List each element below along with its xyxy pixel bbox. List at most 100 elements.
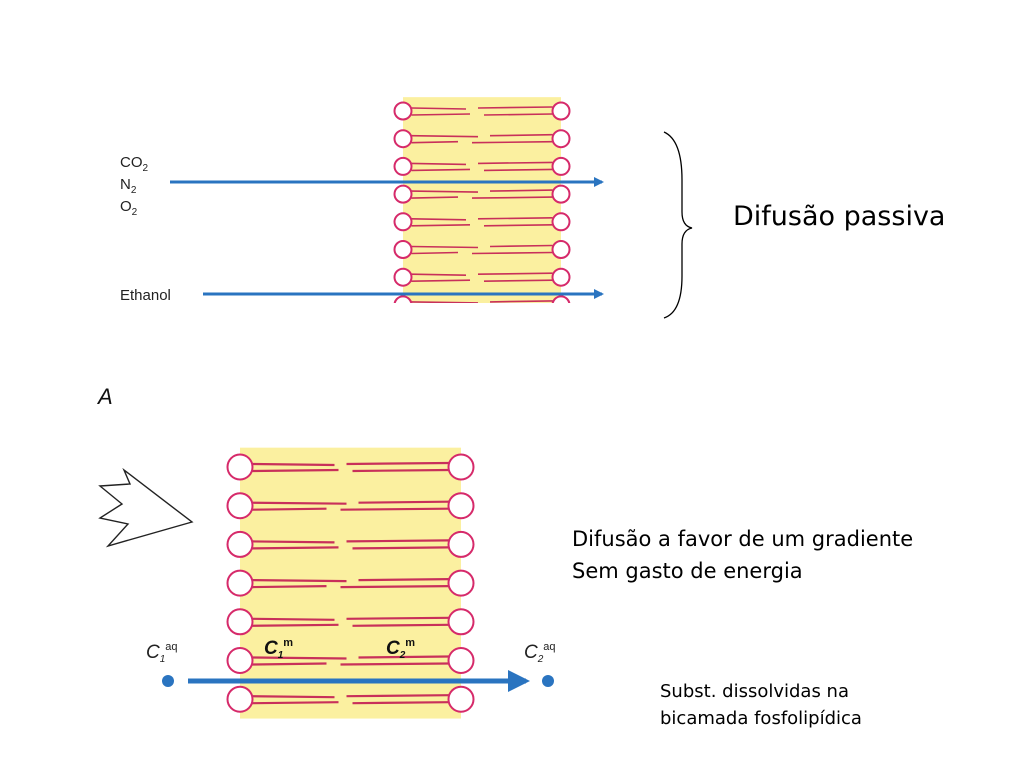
fatty-acid-tail bbox=[411, 189, 553, 193]
dissolved-line-1: Subst. dissolvidas na bbox=[660, 681, 849, 702]
phosphate-head bbox=[226, 530, 254, 558]
c1-aq-label: C1aq bbox=[146, 641, 178, 665]
phosphate-head bbox=[551, 212, 571, 232]
phosphate-head bbox=[551, 101, 571, 121]
panel-label-a: A bbox=[96, 384, 113, 409]
o2-label: O2 bbox=[120, 198, 138, 218]
phosphate-head bbox=[226, 608, 254, 636]
fatty-acid-tail bbox=[411, 279, 553, 282]
phosphate-head bbox=[551, 184, 571, 204]
dissolved-line-2: bicamada fosfolipídica bbox=[660, 708, 862, 729]
c1-m-label: C1m bbox=[264, 637, 293, 661]
phosphate-head bbox=[226, 647, 254, 674]
lipid-row bbox=[226, 608, 475, 636]
phosphate-head bbox=[393, 267, 413, 287]
fatty-acid-tail bbox=[411, 272, 553, 276]
fatty-acid-tail bbox=[411, 140, 553, 144]
fatty-acid-tail bbox=[252, 662, 449, 666]
lipid-row bbox=[226, 569, 475, 597]
lipid-row bbox=[393, 129, 571, 149]
bottom-lipid-bilayer bbox=[226, 447, 475, 719]
lipid-row bbox=[393, 156, 571, 176]
pointer-arrow-icon bbox=[98, 467, 194, 548]
phosphate-head bbox=[447, 530, 475, 558]
fatty-acid-tail bbox=[411, 251, 553, 255]
fatty-acid-tail bbox=[411, 196, 553, 199]
fatty-acid-tail bbox=[252, 578, 449, 583]
phosphate-head bbox=[393, 101, 413, 121]
gradient-line-2: Sem gasto de energia bbox=[572, 559, 803, 583]
fatty-acid-tail bbox=[411, 113, 553, 116]
gradient-description: Difusão a favor de um gradiente Sem gast… bbox=[572, 523, 913, 587]
n2-label: N2 bbox=[120, 176, 137, 196]
dissolved-description: Subst. dissolvidas na bicamada fosfolipí… bbox=[660, 678, 862, 732]
lipid-row bbox=[226, 492, 475, 520]
membrane-core bbox=[403, 97, 561, 303]
fatty-acid-tail bbox=[252, 507, 449, 511]
phosphate-head bbox=[447, 453, 475, 481]
top-lipid-bilayer bbox=[393, 97, 571, 309]
phosphate-head bbox=[447, 685, 475, 713]
lipid-row bbox=[393, 212, 571, 232]
phosphate-head bbox=[551, 267, 571, 287]
lipid-row bbox=[393, 240, 571, 259]
membrane-core bbox=[240, 447, 461, 719]
molecule-labels: CO2 N2 O2 Ethanol bbox=[120, 154, 171, 304]
lipid-row bbox=[226, 453, 475, 481]
fatty-acid-tail bbox=[252, 585, 449, 589]
fatty-acid-tail bbox=[252, 500, 449, 505]
fatty-acid-tail bbox=[252, 655, 449, 660]
fatty-acid-tail bbox=[411, 224, 553, 227]
fatty-acid-tail bbox=[411, 106, 553, 110]
phosphate-head bbox=[226, 685, 254, 713]
phosphate-head bbox=[226, 492, 254, 520]
c2-aq-label: C2aq bbox=[524, 641, 556, 665]
fatty-acid-tail bbox=[252, 546, 449, 550]
aqueous-dot-left bbox=[162, 675, 174, 687]
ethanol-label: Ethanol bbox=[120, 287, 171, 304]
fatty-acid-tail bbox=[252, 539, 449, 544]
lipid-row bbox=[226, 685, 475, 713]
fatty-acid-tail bbox=[252, 461, 449, 467]
phosphate-head bbox=[393, 240, 413, 259]
phosphate-head bbox=[393, 184, 413, 204]
phosphate-head bbox=[551, 156, 571, 176]
phosphate-head bbox=[551, 295, 571, 303]
lipid-row bbox=[393, 101, 571, 121]
fatty-acid-tail bbox=[411, 161, 553, 166]
fatty-acid-tail bbox=[411, 133, 553, 138]
phosphate-head bbox=[447, 647, 475, 674]
phosphate-head bbox=[226, 569, 254, 597]
phosphate-head bbox=[393, 212, 413, 232]
phosphate-head bbox=[447, 492, 475, 520]
fatty-acid-tail bbox=[411, 217, 553, 221]
fatty-acid-tail bbox=[252, 694, 449, 699]
lipid-row bbox=[393, 184, 571, 204]
lipid-row bbox=[393, 295, 571, 309]
phosphate-head bbox=[393, 129, 413, 149]
fatty-acid-tail bbox=[411, 244, 553, 249]
passive-diffusion-title: Difusão passiva bbox=[733, 201, 946, 232]
phosphate-head bbox=[393, 156, 413, 176]
phosphate-head bbox=[393, 295, 413, 303]
phosphate-head bbox=[447, 608, 475, 636]
fatty-acid-tail bbox=[411, 300, 553, 303]
fatty-acid-tail bbox=[252, 623, 449, 627]
curly-brace bbox=[663, 131, 693, 319]
phosphate-head bbox=[447, 569, 475, 597]
fatty-acid-tail bbox=[252, 468, 449, 473]
aqueous-dot-right bbox=[542, 675, 554, 687]
fatty-acid-tail bbox=[411, 168, 553, 172]
fatty-acid-tail bbox=[412, 308, 553, 309]
lipid-row bbox=[226, 647, 475, 674]
gradient-line-1: Difusão a favor de um gradiente bbox=[572, 527, 914, 551]
phosphate-head bbox=[551, 129, 571, 149]
lipid-row bbox=[393, 267, 571, 287]
fatty-acid-tail bbox=[252, 616, 449, 621]
lipid-row bbox=[226, 530, 475, 558]
fatty-acid-tail bbox=[252, 701, 449, 705]
phosphate-head bbox=[226, 453, 254, 481]
c2-m-label: C2m bbox=[386, 637, 415, 661]
